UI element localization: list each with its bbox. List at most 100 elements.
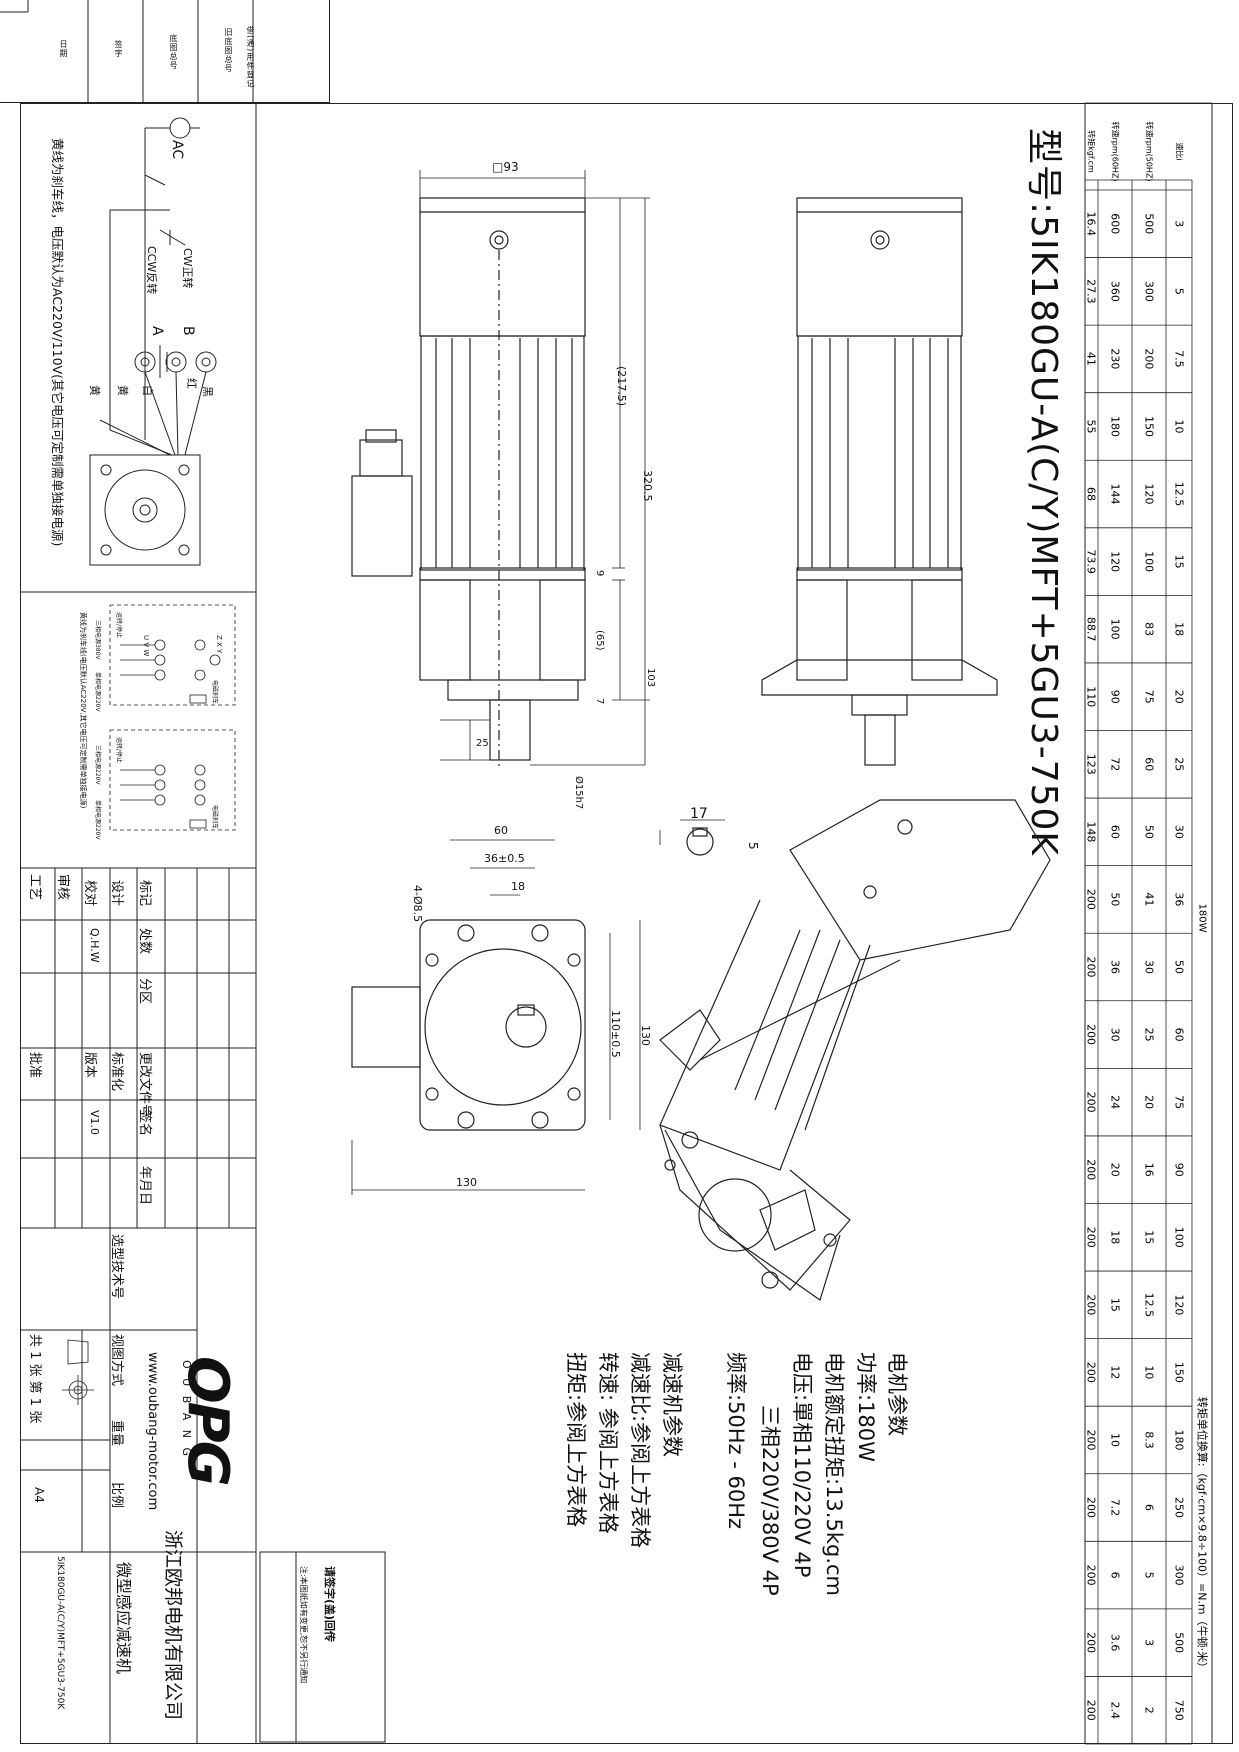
table-cell-ratio: 3: [1173, 220, 1186, 227]
dim-36: 36±0.5: [484, 852, 525, 865]
table-cell-rpm60: 360: [1109, 281, 1122, 302]
table-cell-rpm60: 10: [1109, 1433, 1122, 1447]
table-cell-rpm50: 15: [1143, 1230, 1156, 1244]
dim-key-17: 17: [690, 806, 708, 822]
table-cell-rpm60: 15: [1109, 1298, 1122, 1312]
table-cell-ratio: 90: [1173, 1163, 1186, 1177]
table-cell-torque: 200: [1085, 1024, 1098, 1045]
table-cell-rpm60: 50: [1109, 892, 1122, 906]
table-cell-rpm50: 150: [1143, 416, 1156, 437]
table-cell-ratio: 12.5: [1173, 482, 1186, 507]
table-cell-rpm50: 75: [1143, 690, 1156, 704]
table-cell-rpm50: 200: [1143, 348, 1156, 369]
table-cell-ratio: 50: [1173, 960, 1186, 974]
table-cell-rpm50: 500: [1143, 213, 1156, 234]
stamp-base-no: 底图总号: [169, 34, 178, 70]
table-cell-ratio: 36: [1173, 892, 1186, 906]
table-cell-torque: 27.3: [1085, 279, 1098, 304]
table-cell-torque: 200: [1085, 1700, 1098, 1721]
table-cell-ratio: 500: [1173, 1632, 1186, 1653]
side-view-left: [351, 197, 586, 770]
table-cell-torque: 41: [1085, 352, 1098, 366]
table-cell-ratio: 30: [1173, 825, 1186, 839]
table-power-header: 180W: [1197, 904, 1208, 933]
table-cell-torque: 148: [1085, 821, 1098, 842]
stamp-sign: 签字: [114, 40, 123, 58]
table-cell-torque: 200: [1085, 1497, 1098, 1518]
table-cell-torque: 200: [1085, 1092, 1098, 1113]
stamp-date: 日期: [59, 40, 68, 58]
table-cell-torque: 200: [1085, 1227, 1098, 1248]
table-cell-rpm60: 72: [1109, 757, 1122, 771]
side-view-right: [761, 197, 998, 766]
table-cell-rpm60: 24: [1109, 1095, 1122, 1109]
stamp-area: [0, 0, 330, 103]
table-cell-torque: 73.9: [1085, 549, 1098, 574]
table-cell-torque: 16.4: [1085, 212, 1098, 237]
dim-square: □93: [492, 160, 519, 174]
table-cell-rpm60: 230: [1109, 348, 1122, 369]
table-cell-ratio: 7.5: [1173, 350, 1186, 368]
table-cell-rpm50: 16: [1143, 1163, 1156, 1177]
table-cell-rpm50: 12.5: [1143, 1293, 1156, 1318]
table-cell-torque: 200: [1085, 1294, 1098, 1315]
table-cell-rpm50: 300: [1143, 281, 1156, 302]
table-cell-rpm50: 2: [1143, 1707, 1156, 1714]
table-row-label: 转速rpm(60HZ): [1111, 121, 1121, 181]
table-cell-rpm50: 6: [1143, 1504, 1156, 1511]
table-cell-rpm60: 18: [1109, 1230, 1122, 1244]
table-cell-rpm50: 100: [1143, 551, 1156, 572]
table-cell-ratio: 300: [1173, 1565, 1186, 1586]
dim-25: 25: [476, 738, 489, 749]
table-cell-ratio: 120: [1173, 1294, 1186, 1315]
table-cell-ratio: 18: [1173, 622, 1186, 636]
table-cell-rpm50: 60: [1143, 757, 1156, 771]
table-cell-ratio: 5: [1173, 288, 1186, 295]
table-cell-rpm60: 20: [1109, 1163, 1122, 1177]
dim-130-horizontal: 130: [456, 1176, 477, 1189]
drawing-frame: [20, 103, 1233, 1744]
table-cell-rpm50: 120: [1143, 484, 1156, 505]
table-cell-ratio: 15: [1173, 555, 1186, 569]
table-cell-torque: 200: [1085, 1362, 1098, 1383]
table-cell-rpm50: 3: [1143, 1639, 1156, 1646]
notice-body: 注:本图纸如有变更,恕不另行通知: [299, 1566, 308, 1684]
dimension-lines: [351, 170, 725, 1195]
table-cell-torque: 68: [1085, 487, 1098, 501]
table-cell-torque: 200: [1085, 889, 1098, 910]
table-cell-rpm50: 10: [1143, 1365, 1156, 1379]
table-cell-torque: 200: [1085, 1159, 1098, 1180]
table-cell-rpm50: 8.3: [1143, 1431, 1156, 1449]
table-cell-torque: 110: [1085, 686, 1098, 707]
table-cell-ratio: 100: [1173, 1227, 1186, 1248]
table-row-label: 转速rpm(50HZ): [1145, 121, 1155, 181]
table-cell-ratio: 180: [1173, 1429, 1186, 1450]
table-cell-torque: 200: [1085, 1565, 1098, 1586]
table-cell-ratio: 20: [1173, 690, 1186, 704]
table-cell-ratio: 25: [1173, 757, 1186, 771]
table-row-label: 转矩kgf.cm: [1087, 130, 1097, 173]
table-cell-rpm60: 120: [1109, 551, 1122, 572]
table-cell-torque: 55: [1085, 419, 1098, 433]
table-cell-ratio: 10: [1173, 419, 1186, 433]
table-cell-rpm60: 60: [1109, 825, 1122, 839]
table-cell-rpm60: 6: [1109, 1572, 1122, 1579]
isometric-view: [659, 799, 1051, 1301]
table-cell-ratio: 250: [1173, 1497, 1186, 1518]
table-cell-rpm60: 30: [1109, 1028, 1122, 1042]
table-cell-rpm50: 41: [1143, 892, 1156, 906]
table-cell-torque: 200: [1085, 1632, 1098, 1653]
table-cell-rpm50: 5: [1143, 1572, 1156, 1579]
table-cell-rpm60: 7.2: [1109, 1499, 1122, 1517]
table-cell-torque: 88.7: [1085, 617, 1098, 642]
table-cell-rpm60: 3.6: [1109, 1634, 1122, 1652]
stamp-old-base-no: 旧底图总号: [224, 28, 233, 73]
table-cell-torque: 200: [1085, 1429, 1098, 1450]
table-cell-rpm60: 12: [1109, 1365, 1122, 1379]
table-cell-torque: 200: [1085, 957, 1098, 978]
